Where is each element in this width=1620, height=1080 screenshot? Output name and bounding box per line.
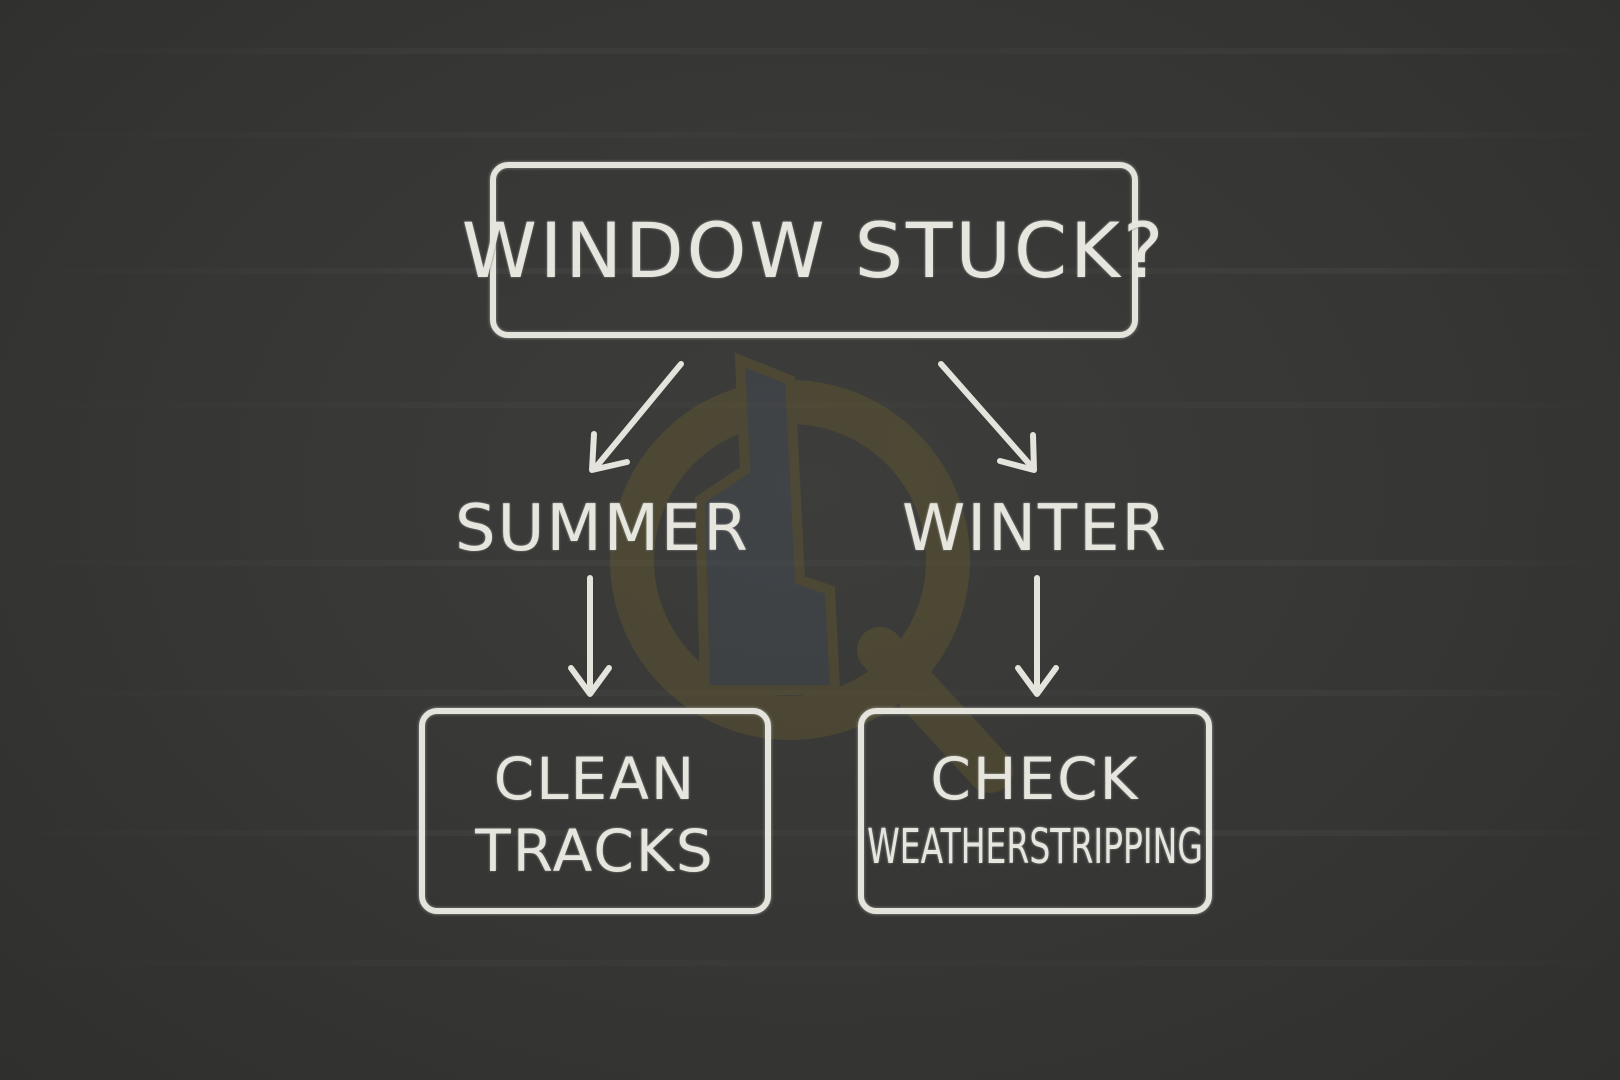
action-box-check-weatherstripping: CHECK WEATHERSTRIPPING (858, 708, 1212, 914)
action-line-1: CLEAN (493, 745, 697, 813)
branch-label-winter: WINTER (901, 492, 1169, 566)
arrow-to-winter (938, 361, 1037, 473)
question-text: WINDOW STUCK? (461, 205, 1167, 295)
board-streak (0, 960, 1620, 966)
action-box-clean-tracks: CLEAN TRACKS (419, 708, 771, 914)
action-line-2: WEATHERSTRIPPING (867, 818, 1203, 875)
board-streak (0, 132, 1620, 138)
branch-label-summer: SUMMER (455, 492, 750, 566)
arrow-to-clean-tracks (568, 575, 612, 697)
action-text: CLEAN TRACKS (425, 750, 765, 880)
board-streak (0, 402, 1620, 408)
board-streak (0, 830, 1620, 836)
question-box: WINDOW STUCK? (461, 162, 1167, 338)
board-streak (0, 560, 1620, 566)
arrow-to-check-weatherstripping (1015, 575, 1059, 697)
action-line-2: TRACKS (475, 817, 715, 885)
arrow-to-summer (589, 361, 684, 473)
action-line-1: CHECK (930, 745, 1140, 813)
board-streak (0, 268, 1620, 274)
board-streak (0, 48, 1620, 54)
board-streak (0, 690, 1620, 696)
action-text: CHECK WEATHERSTRIPPING (864, 745, 1206, 870)
